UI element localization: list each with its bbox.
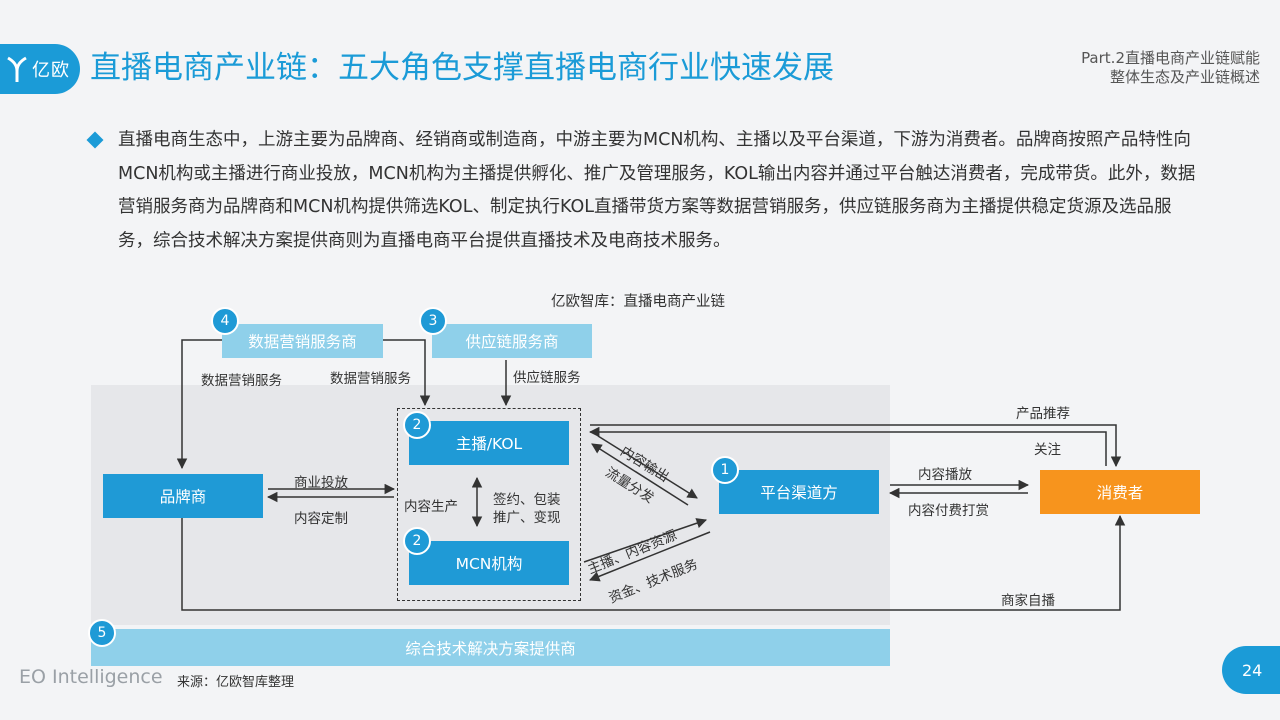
section-label-line2: 整体生态及产业链概述 [1109,68,1260,86]
platform-channel-box: 平台渠道方 [719,470,879,514]
data-marketing-provider-box: 数据营销服务商 [222,324,383,358]
edge-label-dm-left: 数据营销服务 [201,373,282,389]
edge-label-dm-right: 数据营销服务 [330,371,411,387]
page-number: 24 [1222,646,1280,694]
edge-label-product-recommend: 产品推荐 [1016,406,1070,422]
badge-4: 4 [211,307,239,335]
edge-label-follow: 关注 [1034,442,1061,458]
section-label: Part.2直播电商产业链赋能 整体生态及产业链概述 [1081,49,1260,87]
mcn-box: MCN机构 [409,541,569,585]
logo: 亿欧 [0,44,80,94]
supply-chain-provider-box: 供应链服务商 [432,324,592,358]
brand-box: 品牌商 [103,474,263,518]
tech-solution-provider-box: 综合技术解决方案提供商 [91,629,890,666]
edge-label-merchant-live: 商家自播 [1001,593,1055,609]
edge-label-content-production: 内容生产 [404,499,458,515]
page-title: 直播电商产业链：五大角色支撑直播电商行业快速发展 [90,50,834,86]
consumer-box: 消费者 [1040,470,1200,514]
section-label-line1: Part.2直播电商产业链赋能 [1081,49,1260,67]
edge-label-supply: 供应链服务 [513,370,581,386]
diagram-title: 亿欧智库：直播电商产业链 [551,294,725,310]
footer-source: 来源：亿欧智库整理 [177,675,295,690]
edge-label-mcn-services-2: 推广、变现 [493,510,561,526]
yiou-logo-icon [7,56,27,82]
badge-3: 3 [419,307,447,335]
badge-1: 1 [711,456,739,484]
intro-paragraph: 直播电商生态中，上游主要为品牌商、经销商或制造商，中游主要为MCN机构、主播以及… [118,130,1196,251]
edge-label-brand-in: 内容定制 [294,511,348,527]
footer-brand: EO Intelligence [19,666,163,688]
edge-label-platform-in: 内容付费打赏 [908,503,989,519]
midstream-group [397,408,581,601]
badge-2-anchor: 2 [403,411,431,439]
badge-2-mcn: 2 [403,527,431,555]
edge-label-mcn-services-1: 签约、包装 [493,492,561,508]
anchor-kol-box: 主播/KOL [409,421,569,465]
edge-label-platform-out: 内容播放 [918,467,972,483]
badge-5: 5 [88,619,116,647]
logo-text: 亿欧 [32,60,70,81]
edge-label-brand-out: 商业投放 [294,475,348,491]
